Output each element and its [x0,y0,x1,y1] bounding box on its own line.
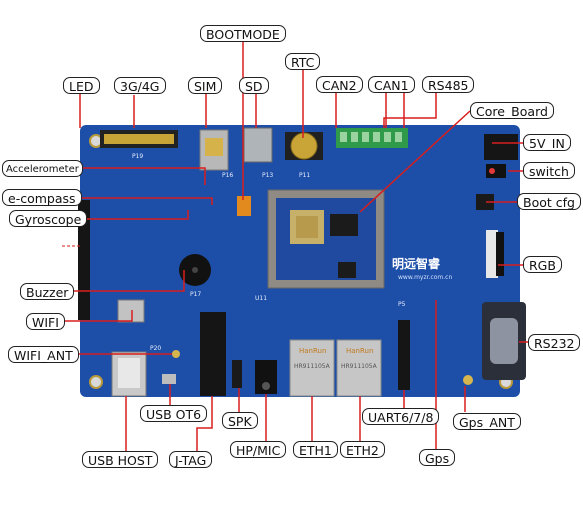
wifi-module [117,299,145,323]
bootmode-label: BOOTMODE [200,25,286,42]
p17-silkscreen: P17 [190,291,201,298]
gps-label: Gps [419,449,456,466]
pmic-chip [338,262,356,278]
eth1-part: HR911105A [294,363,331,370]
leader-lines [59,42,528,453]
audio-jack-hole [262,382,270,390]
u11-silkscreen: U11 [255,295,267,302]
left-pin-header [78,200,90,320]
usb-otg-label: USB OT6 [140,405,208,422]
p11-silkscreen: P11 [299,172,310,179]
p13-silkscreen: P13 [262,172,273,179]
p16-silkscreen: P16 [222,172,233,179]
rgb-fpc-latch [496,232,504,276]
usb-host-label: USB HOST [82,451,159,468]
led-label: LED [63,77,100,94]
rtc-battery [290,132,318,160]
p19-silkscreen: P19 [132,153,143,160]
boot-cfg-switch [476,194,494,210]
can2-label: CAN2 [316,76,363,93]
sd-slot [243,127,273,163]
sd-label: SD [239,77,269,94]
usb-otg-port [162,374,176,384]
wifi-ant-connector [172,350,180,358]
bootmode-switch [237,196,251,216]
mounting-hole [89,375,103,389]
uart-header [398,320,410,390]
wifi-ant-label: WIFI_ANT [8,346,79,363]
buzzer-label: Buzzer [20,283,75,300]
eth2-part: HR911105A [341,363,378,370]
rgb-fpc-connector [486,230,498,278]
rgb-label: RGB [523,256,562,273]
uart-label: UART6/7/8 [362,408,440,425]
brand-silkscreen: 明远智睿 [392,256,441,271]
dc-jack [484,134,518,160]
ecompass-label: e-compass [2,189,82,206]
buzzer-hole [192,267,198,273]
accelerometer-label: Accelerometer [2,160,83,177]
boot-cfg-label: Boot cfg [517,193,581,210]
jtag-label: J-TAG [169,451,213,468]
rtc-label: RTC [285,53,321,70]
eth2-label: ETH2 [340,441,385,458]
eth2-maker: HanRun [346,347,373,355]
terminal-blocks [336,128,408,148]
eth1-jack [289,339,335,397]
3g4g-label: 3G/4G [114,77,166,94]
eth2-jack [336,339,382,397]
switch-knob [489,168,495,174]
p20-silkscreen: P20 [150,345,161,352]
rs232-shell [490,318,518,364]
core-board-label: Core_Board [470,102,554,119]
cpu-die [296,216,318,238]
hp-mic-label: HP/MIC [230,441,287,458]
wifi-label: WIFI [26,313,65,330]
memory-chip [330,214,358,236]
p5-silkscreen: P5 [398,301,406,308]
site-silkscreen: www.myzr.com.cn [398,274,452,281]
can1-label: CAN1 [368,76,415,93]
sim-label: SIM [188,77,223,94]
audio-jack [255,360,277,394]
gps-ant-label: Gps_ANT [453,413,521,430]
rs232-label: RS232 [528,334,581,351]
rs485-label: RS485 [422,76,475,93]
power-switch [486,164,506,178]
jtag-header [200,312,226,396]
5v-in-label: 5V_IN [523,134,571,151]
eth1-maker: HanRun [299,347,326,355]
spk-label: SPK [222,412,258,429]
gps-ant-connector [463,375,473,385]
switch-label: switch [523,162,575,179]
gyroscope-label: Gyroscope [9,210,88,227]
mini-pcie-contacts [104,134,174,144]
usb-host-tongue [118,358,140,388]
eth1-label: ETH1 [293,441,338,458]
spk-connector [232,360,242,388]
sim-contacts [205,138,223,156]
